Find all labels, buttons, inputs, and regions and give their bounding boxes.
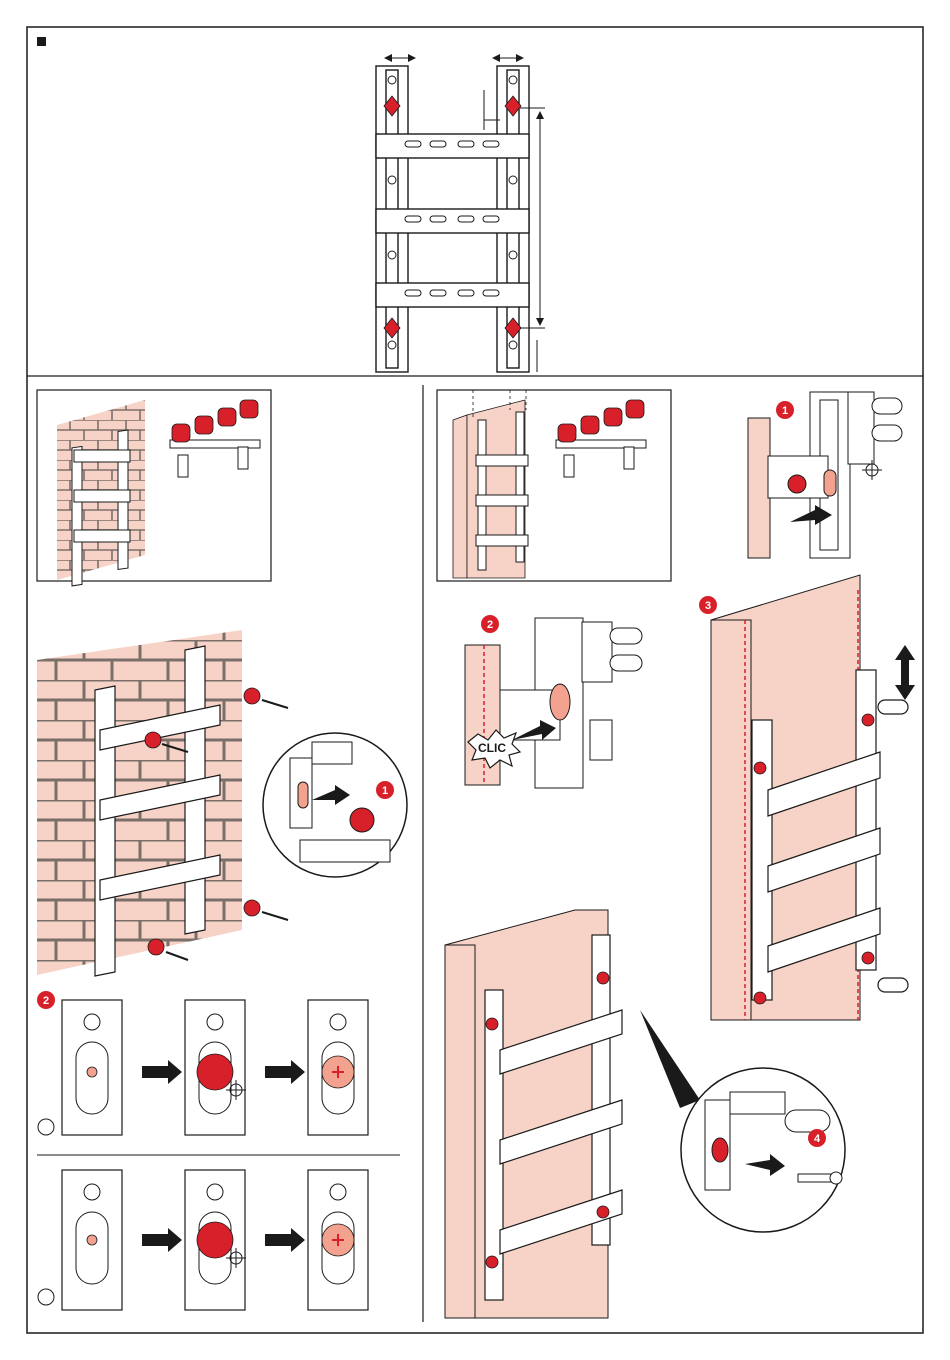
step-badge-clic-2: 2 xyxy=(481,615,499,633)
step-badge-zoom-1: 1 xyxy=(376,781,394,799)
svg-text:2: 2 xyxy=(43,995,49,1007)
step3-adjust-height xyxy=(711,575,915,1020)
step1-insert-clip xyxy=(748,392,902,558)
step-badge-keyhole-2: 2 xyxy=(37,991,55,1009)
svg-text:2: 2 xyxy=(487,619,493,631)
svg-text:1: 1 xyxy=(782,405,788,417)
step-badge-top-right-1: 1 xyxy=(776,401,794,419)
wall-frame-screws xyxy=(37,630,407,976)
svg-text:1: 1 xyxy=(382,785,388,797)
step2-clic: CLIC xyxy=(465,618,642,788)
wall-mount-box xyxy=(37,390,271,586)
svg-text:3: 3 xyxy=(705,600,711,612)
clic-label: CLIC xyxy=(478,741,506,755)
trunking-mount-box xyxy=(437,390,671,581)
svg-text:4: 4 xyxy=(814,1133,821,1145)
step-badge-3: 3 xyxy=(699,596,717,614)
step-badge-4: 4 xyxy=(808,1129,826,1147)
section-marker-icon xyxy=(37,37,46,46)
keyhole-sequence xyxy=(37,1000,400,1310)
top-frame-drawing xyxy=(376,66,529,372)
